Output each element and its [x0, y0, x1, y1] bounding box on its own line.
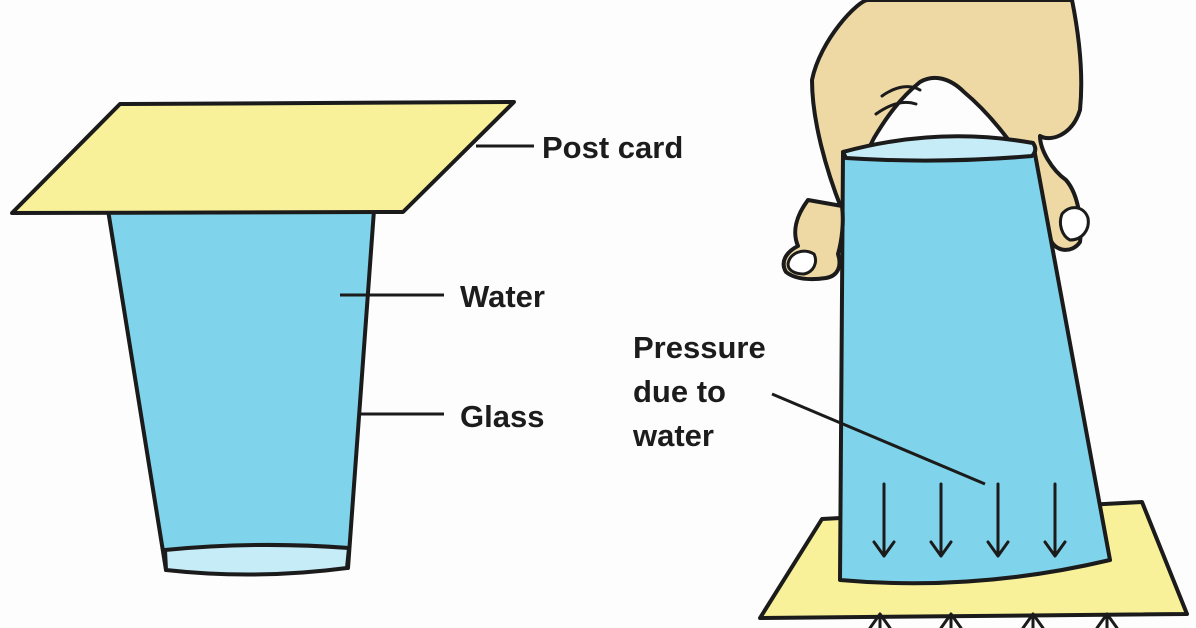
hand-thumbnail [786, 249, 818, 276]
pressure-label-line3: water [632, 418, 714, 453]
post-card-label: Post card [542, 130, 683, 165]
down-arrow-1 [872, 482, 896, 558]
left-glass-bottom [163, 542, 351, 577]
hand-fingertip [1058, 206, 1090, 242]
up-arrow-4 [1095, 612, 1119, 628]
pressure-label-line2: due to [633, 374, 726, 409]
hand-icon [810, 0, 1084, 252]
down-arrow-2 [929, 482, 953, 558]
arrow-down-icon [872, 482, 1067, 558]
up-arrow-2 [939, 612, 963, 628]
right-glass-top [841, 134, 1038, 163]
water-label: Water [460, 279, 545, 314]
left-glass-water [106, 208, 376, 572]
up-arrow-3 [1021, 612, 1045, 628]
pressure-leader [771, 392, 986, 486]
down-arrow-4 [1043, 482, 1067, 558]
down-arrow-3 [986, 482, 1010, 558]
hand-knuckle-line [874, 85, 922, 116]
left-setup [10, 100, 516, 577]
left-post-card [10, 100, 516, 215]
arrow-up-icon [868, 612, 1119, 628]
glass-label: Glass [460, 399, 544, 434]
right-setup [758, 0, 1189, 620]
pressure-label-line1: Pressure [633, 330, 766, 365]
up-arrow-1 [868, 612, 892, 628]
